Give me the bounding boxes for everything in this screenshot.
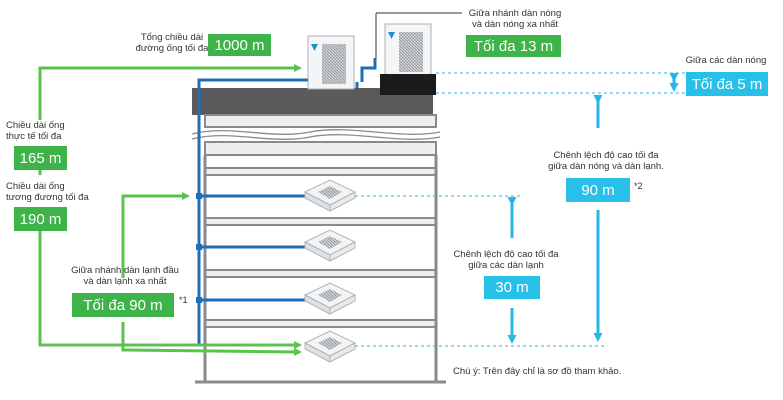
total-length-value: 1000 m — [208, 34, 271, 56]
outdoor-branch-value: Tối đa 13 m — [466, 35, 561, 57]
length-lines — [38, 64, 302, 356]
equivalent-length-value: 190 m — [14, 207, 67, 231]
outdoor-units-label: Giữa các dàn nóng — [685, 55, 767, 66]
dimension-arrows — [507, 73, 679, 344]
floor-slab — [204, 319, 437, 328]
indoor-branch-value: Tối đa 90 m — [72, 293, 174, 317]
footnote: Chú ý: Trên đây chỉ là sơ đồ tham khảo. — [453, 366, 622, 377]
brand-logo-icon — [388, 32, 395, 39]
indoor-unit-3 — [303, 282, 357, 315]
indoor-unit-4 — [303, 330, 357, 363]
brand-logo-icon — [311, 44, 318, 51]
indoor-unit-2 — [303, 229, 357, 262]
branch-joints — [196, 193, 202, 303]
outdoor-unit-base — [380, 74, 436, 95]
roof-wall — [204, 114, 437, 128]
indoor-unit-1 — [303, 179, 357, 212]
note-2-marker: *2 — [634, 181, 643, 191]
actual-length-value: 165 m — [14, 146, 67, 170]
floor-slab — [204, 217, 437, 226]
break-line — [191, 129, 441, 135]
outdoor-units-value: Tối đa 5 m — [686, 72, 768, 96]
height-outdoor-indoor-value: 90 m — [566, 178, 630, 202]
outdoor-unit-2 — [384, 23, 432, 78]
floor-slab — [204, 167, 437, 176]
floor-slab — [204, 269, 437, 278]
height-indoor-value: 30 m — [484, 276, 540, 299]
break-line-2 — [191, 134, 441, 140]
outdoor-unit-1 — [307, 35, 355, 90]
floor-slab — [204, 141, 437, 156]
note-1-marker: *1 — [179, 295, 188, 305]
